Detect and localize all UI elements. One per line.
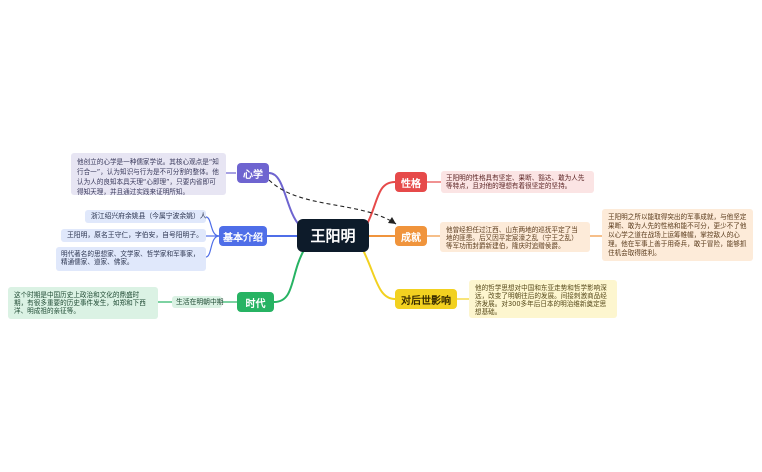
note-xinxue[interactable]: 他创立的心学是一种儒家学说。其核心观点是“知行合一”，认为知识与行为是不可分割的… [71, 153, 226, 196]
branch-shidai[interactable]: 时代 [237, 292, 274, 312]
note-chengjiu-detail[interactable]: 王阳明之所以能取得突出的军事成就，与他坚定果断、敢为人先的性格和能不可分，更少不… [602, 209, 753, 261]
central-topic[interactable]: 王阳明 [297, 219, 369, 252]
jiben-item-3[interactable]: 明代著名的思想家、文学家、哲学家和军事家，精通儒家、道家、佛家。 [56, 247, 206, 271]
jiben-item-1[interactable]: 浙江绍兴府余姚县（今属宁波余姚）人 [85, 210, 207, 223]
jiben-item-2[interactable]: 王阳明，原名王守仁，字伯安，自号阳明子。 [61, 229, 206, 242]
branch-yingxiang[interactable]: 对后世影响 [395, 289, 457, 309]
branch-xinxue[interactable]: 心学 [237, 163, 269, 183]
note-shidai[interactable]: 这个时期是中国历史上政治和文化的鼎盛时期，有很多重要的历史事件发生，如郑和下西洋… [8, 287, 158, 319]
shidai-sub[interactable]: 生活在明朝中期 [172, 296, 224, 308]
note-xingge[interactable]: 王阳明的性格具有坚定、果断、豁达、敢为人先等特点，且对他的理想有着很坚定的坚持。 [441, 171, 594, 193]
branch-jiben[interactable]: 基本介绍 [219, 226, 267, 246]
branch-chengjiu[interactable]: 成就 [395, 226, 427, 246]
note-chengjiu[interactable]: 他曾经担任过江西、山东两地的巡抚平定了当地的匪患。后又因平定宸濠之乱（宁王之乱）… [440, 222, 590, 252]
note-yingxiang[interactable]: 他的哲学思想对中国和东亚走势和哲学影响深远，改变了明朝往后的发展。间接刺激商品经… [469, 280, 617, 318]
branch-xingge[interactable]: 性格 [395, 172, 427, 192]
